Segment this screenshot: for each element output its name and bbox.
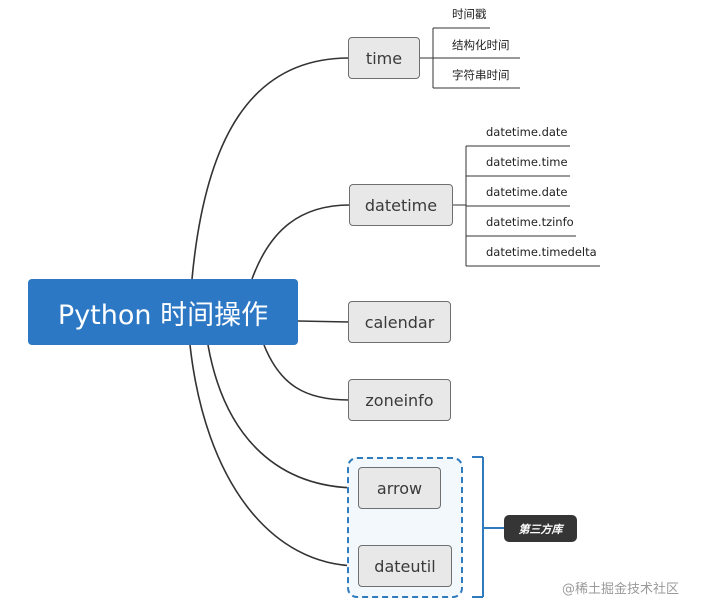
connector-dateutil <box>189 344 360 567</box>
branch-node-arrow[interactable]: arrow <box>358 467 441 509</box>
root-node[interactable]: Python 时间操作 <box>28 279 298 345</box>
leaf-datetime-date-2[interactable]: datetime.date <box>486 185 568 199</box>
leaf-time-string[interactable]: 字符串时间 <box>452 68 510 82</box>
time-subtree <box>420 27 520 89</box>
third-party-label[interactable]: 第三方库 <box>504 515 577 542</box>
branch-node-dateutil[interactable]: dateutil <box>358 545 452 587</box>
branch-node-datetime[interactable]: datetime <box>349 184 453 226</box>
leaf-time-struct[interactable]: 结构化时间 <box>452 38 510 52</box>
leaf-datetime-tzinfo[interactable]: datetime.tzinfo <box>486 215 574 229</box>
third-party-bracket <box>472 456 504 598</box>
branch-node-zoneinfo[interactable]: zoneinfo <box>348 379 451 421</box>
leaf-datetime-time[interactable]: datetime.time <box>486 155 568 169</box>
watermark: @稀土掘金技术社区 <box>562 582 680 597</box>
branch-node-time[interactable]: time <box>348 37 420 79</box>
connector-datetime <box>251 204 351 280</box>
datetime-subtree <box>453 145 600 267</box>
leaf-time-timestamp[interactable]: 时间戳 <box>452 7 487 21</box>
connector-zoneinfo <box>263 344 350 401</box>
connector-arrow <box>207 344 360 489</box>
connector-time <box>191 57 350 280</box>
connector-calendar <box>297 320 350 323</box>
branch-node-calendar[interactable]: calendar <box>348 301 451 343</box>
leaf-datetime-timedelta[interactable]: datetime.timedelta <box>486 245 597 259</box>
leaf-datetime-date[interactable]: datetime.date <box>486 125 568 139</box>
